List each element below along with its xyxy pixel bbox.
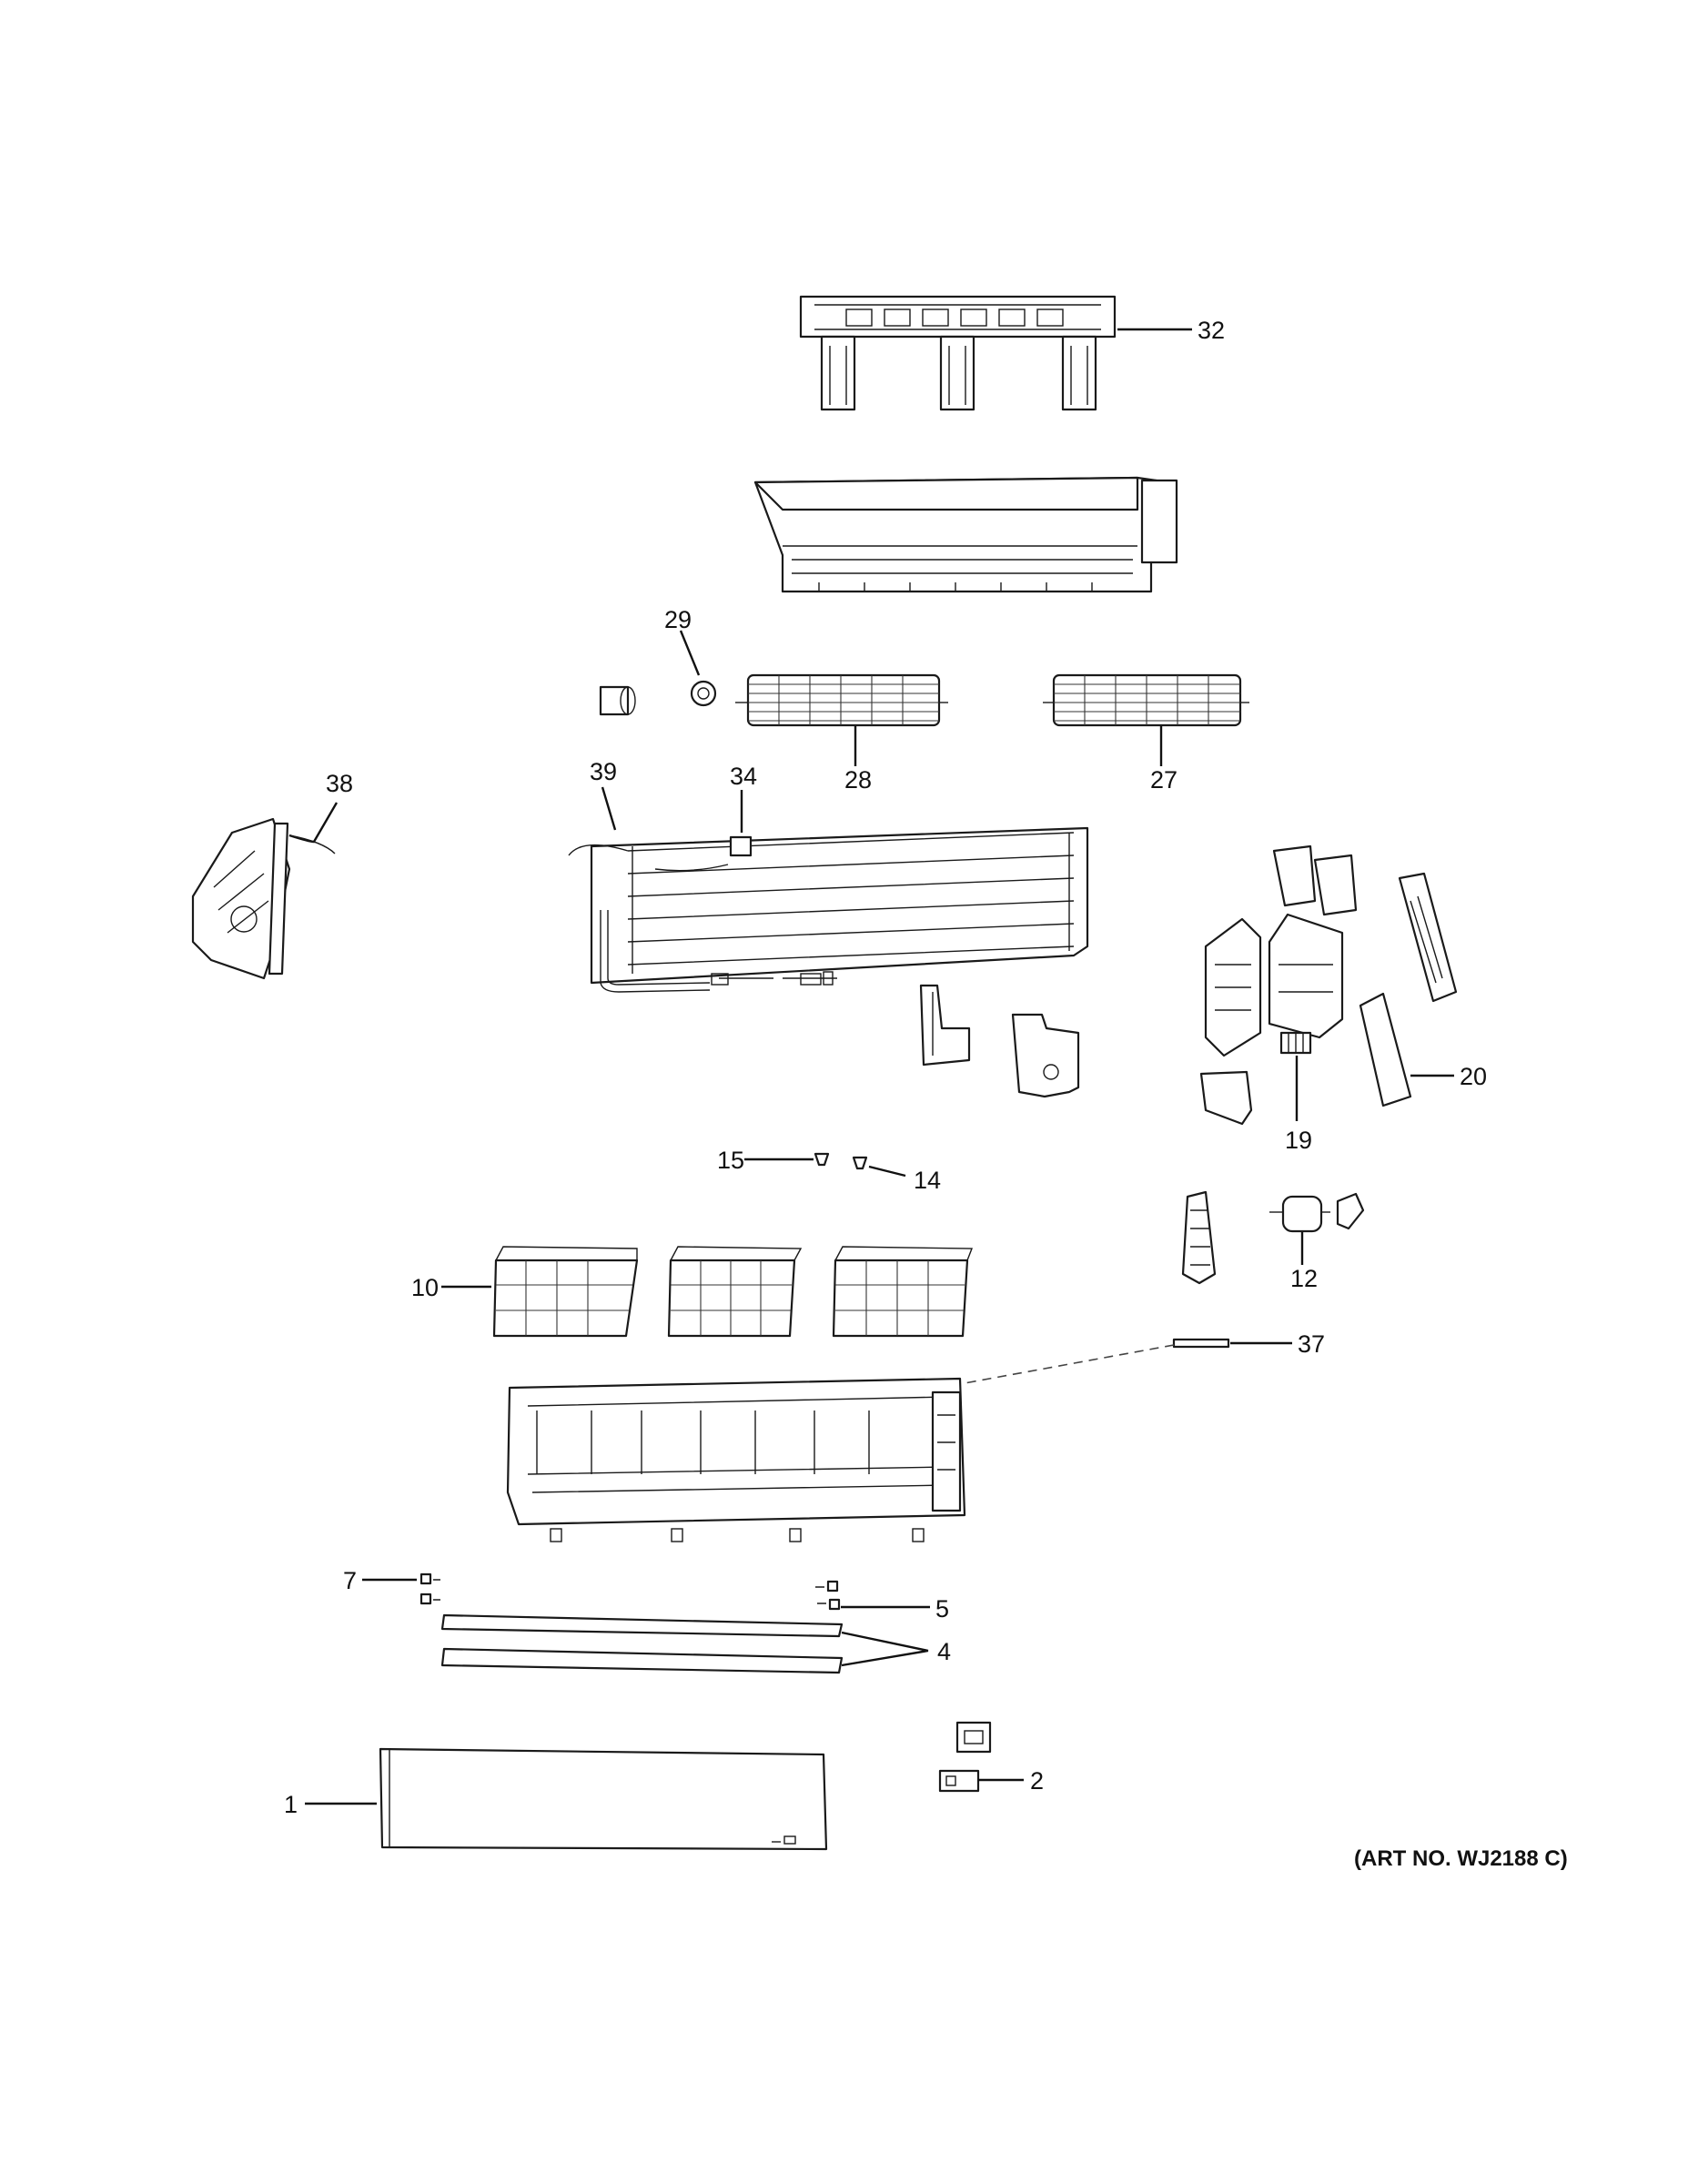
callout-39: 39 (590, 758, 617, 785)
bearing-holder (599, 685, 636, 716)
part-37-insulation[interactable] (1172, 1338, 1230, 1349)
callout-37: 37 (1298, 1330, 1325, 1358)
chassis-frame (753, 476, 1178, 593)
callout-10: 10 (411, 1274, 439, 1301)
display-bracket (955, 1721, 992, 1754)
callout-19: 19 (1285, 1127, 1312, 1154)
callout-32: 32 (1198, 317, 1225, 344)
control-box-cover-top (1272, 844, 1358, 916)
leader-4 (841, 1631, 929, 1667)
part-5-hinge[interactable] (815, 1580, 841, 1611)
part-29-bearing[interactable] (690, 680, 717, 707)
pcb-board (1398, 872, 1458, 1003)
part-39-tube-wire[interactable] (568, 844, 629, 856)
part-27-blower-wheel[interactable] (1043, 673, 1249, 727)
callout-28: 28 (844, 766, 872, 794)
part-2-display-module[interactable] (938, 1769, 980, 1793)
callout-34: 34 (730, 763, 757, 790)
part-10-air-filters[interactable] (492, 1246, 974, 1338)
evaporator-coil (590, 826, 1089, 993)
callout-15: 15 (717, 1147, 744, 1174)
callout-7: 7 (343, 1567, 357, 1594)
part-20-display-board[interactable] (1359, 992, 1412, 1107)
air-filter-middle (667, 1246, 803, 1338)
part-4-louvers[interactable] (440, 1613, 844, 1674)
callout-5: 5 (935, 1595, 949, 1623)
air-filter-right (832, 1246, 974, 1338)
part-12-fan-motor[interactable] (1269, 1195, 1330, 1233)
callout-29: 29 (664, 606, 692, 633)
leader-38 (288, 802, 339, 844)
part-7-hinge[interactable] (419, 1572, 440, 1605)
part-14-screw[interactable] (852, 1156, 868, 1170)
callout-20: 20 (1460, 1063, 1487, 1090)
part-15-screw[interactable] (814, 1152, 830, 1167)
part-38-side-bracket[interactable] (191, 817, 291, 980)
part-34-sensor[interactable] (654, 835, 753, 872)
control-box (1199, 913, 1344, 1126)
callout-4: 4 (937, 1638, 951, 1665)
leader-39 (601, 786, 617, 831)
pipe-cover (919, 984, 971, 1067)
callout-2: 2 (1030, 1767, 1044, 1795)
leader-14 (868, 1165, 906, 1178)
part-19-terminal-block[interactable] (1279, 1031, 1312, 1055)
art-number: (ART NO. WJ2188 C) (1354, 1846, 1568, 1871)
callout-27: 27 (1150, 766, 1178, 794)
callout-1: 1 (284, 1791, 298, 1818)
callout-12: 12 (1290, 1265, 1318, 1292)
motor-clamp (1336, 1192, 1365, 1230)
part-28-blower-wheel[interactable] (735, 673, 948, 727)
air-filter-left (492, 1246, 639, 1338)
leader-37-dashed (964, 1344, 1175, 1384)
part-32-mounting-bracket[interactable] (799, 295, 1117, 411)
callout-38: 38 (326, 770, 353, 797)
fan-motor-support (1181, 1190, 1217, 1285)
leader-29 (679, 630, 701, 676)
base-frame (506, 1377, 966, 1542)
drain-cover (1011, 1013, 1080, 1098)
part-1-front-panel[interactable] (379, 1747, 828, 1851)
callout-14: 14 (914, 1167, 941, 1194)
